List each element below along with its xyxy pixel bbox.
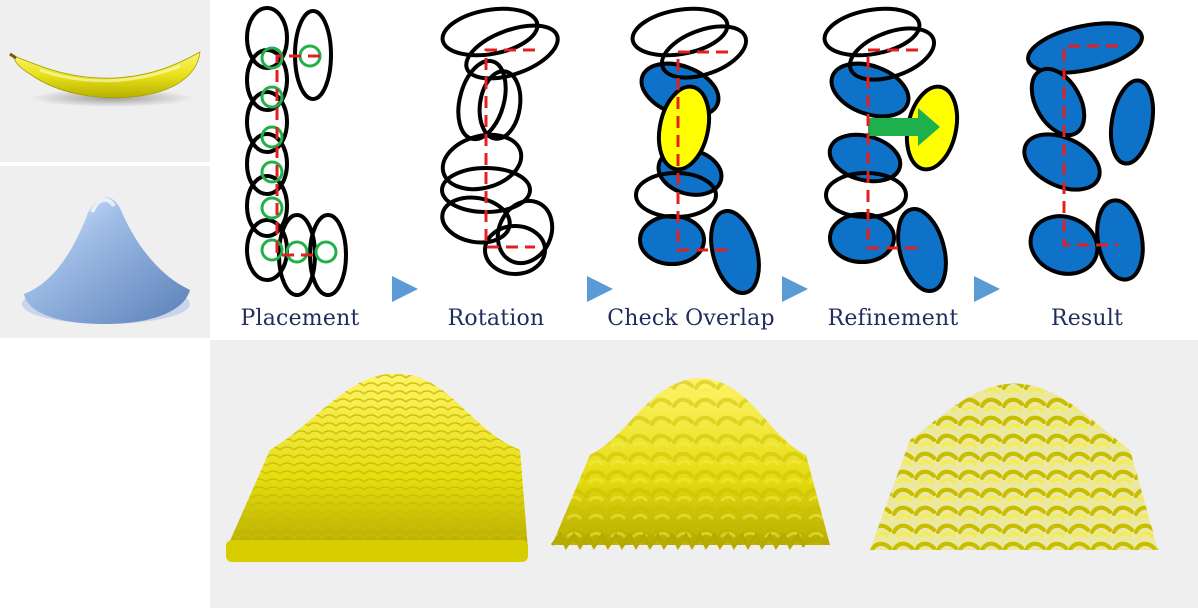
step-label-check-overlap: Check Overlap: [607, 306, 775, 331]
step-label-rotation: Rotation: [447, 306, 545, 331]
render-dense-packing: [226, 373, 528, 562]
step-arrow-2: [587, 276, 613, 302]
refinement-move-arrow: [868, 108, 940, 146]
step-arrow-3: [782, 276, 808, 302]
step-label-refinement: Refinement: [827, 306, 959, 331]
check-overlap-step-figure: [630, 6, 761, 295]
terrain-model-panel: [0, 166, 210, 338]
step-arrows: [392, 276, 1000, 302]
step-label-placement: Placement: [240, 306, 360, 331]
step-arrow-4: [974, 276, 1000, 302]
rotation-step-figure: [440, 6, 560, 276]
terrain-bump-model-icon: [22, 197, 190, 324]
result-bounding-box: [1062, 44, 1118, 247]
banana-model-panel: [0, 0, 210, 162]
render-medium-packing: [550, 378, 830, 550]
rotation-bounding-box: [484, 48, 535, 249]
render-results-panel: [210, 340, 1198, 608]
banana-model-icon: [9, 51, 201, 107]
check-overlap-bounding-box: [676, 50, 728, 252]
render-loose-packing: [870, 383, 1158, 550]
placement-bounding-box: [275, 54, 320, 257]
refinement-step-figure: [822, 6, 960, 293]
result-step-figure: [1022, 21, 1156, 282]
step-label-result: Result: [1050, 306, 1124, 331]
pipeline-diagram: [245, 6, 1156, 302]
refinement-bounding-box: [866, 48, 918, 250]
banana-pile-render-icons: [226, 373, 1158, 562]
step-arrow-1: [392, 276, 418, 302]
